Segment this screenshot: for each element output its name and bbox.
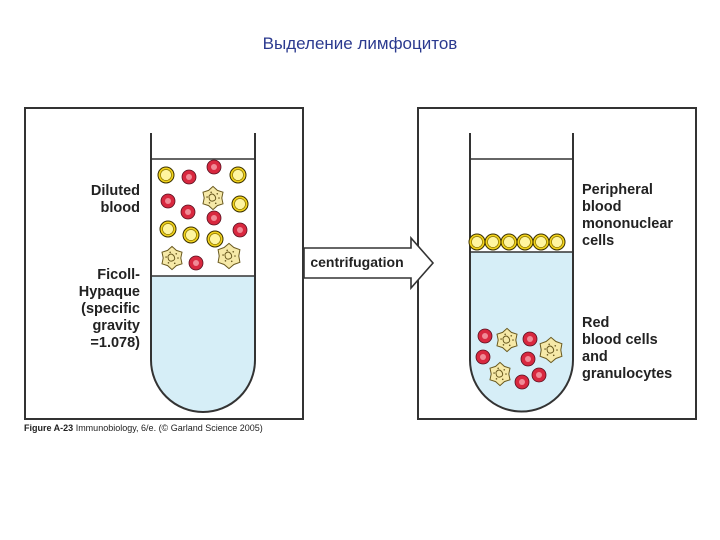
lymphocyte-cell <box>468 233 486 251</box>
tube-left <box>150 133 256 413</box>
label-pbmc: Peripheral blood mononuclear cells <box>582 182 692 250</box>
label-line: blood <box>582 199 622 215</box>
label-line: mononuclear <box>582 216 674 232</box>
lymphocyte-cell <box>516 233 534 251</box>
red-blood-cell <box>188 255 204 271</box>
label-line: Peripheral <box>582 182 653 198</box>
label-line: cells <box>582 233 615 249</box>
label-line: Ficoll- <box>97 267 140 283</box>
tube-left-ficoll-layer <box>151 276 255 412</box>
label-line: gravity <box>92 318 140 334</box>
lymphocyte-cell <box>159 220 177 238</box>
red-blood-cell <box>520 351 536 367</box>
label-line: =1.078) <box>90 335 140 351</box>
lymphocyte-cell <box>182 226 200 244</box>
separated-cells <box>468 233 566 390</box>
label-line: blood cells <box>582 332 658 348</box>
lymphocyte-cell <box>484 233 502 251</box>
red-blood-cell <box>181 169 197 185</box>
lymphocyte-cell <box>532 233 550 251</box>
red-blood-cell <box>180 204 196 220</box>
centrifugation-arrow: centrifugation <box>303 235 435 291</box>
granulocyte-cell <box>217 242 241 270</box>
red-blood-cell <box>206 210 222 226</box>
red-blood-cell <box>477 328 493 344</box>
label-line: (specific <box>81 301 140 317</box>
lymphocyte-cell <box>229 166 247 184</box>
label-line: Hypaque <box>78 284 140 300</box>
red-blood-cell <box>206 159 222 175</box>
diluted-blood-cells <box>157 159 249 271</box>
label-diluted-blood: Diluted blood <box>60 183 140 217</box>
lymphocyte-cell <box>231 195 249 213</box>
caption-figure-number: Figure A-23 <box>24 423 74 433</box>
red-blood-cell <box>475 349 491 365</box>
lymphocyte-cell <box>157 166 175 184</box>
red-blood-cell <box>160 193 176 209</box>
label-line: and <box>582 349 608 365</box>
page-title: Выделение лимфоцитов <box>262 34 458 53</box>
label-line: granulocytes <box>582 366 673 382</box>
label-line: blood <box>100 200 140 216</box>
figure-caption: Figure A-23 Immunobiology, 6/e. (© Garla… <box>24 423 263 433</box>
label-line: Diluted <box>90 183 140 199</box>
tube-left-outline <box>150 133 256 413</box>
red-blood-cell <box>514 374 530 390</box>
arrow-label: centrifugation <box>310 254 403 270</box>
red-blood-cell <box>522 331 538 347</box>
granulocyte-cell <box>202 185 224 211</box>
tube-right <box>469 133 574 413</box>
lymphocyte-cell <box>500 233 518 251</box>
lymphocyte-cell <box>206 230 224 248</box>
label-line: Red <box>582 315 610 331</box>
granulocyte-cell <box>161 245 183 271</box>
label-ficoll-hypaque: Ficoll- Hypaque (specific gravity =1.078… <box>50 267 140 352</box>
tube-right-outline <box>469 133 574 413</box>
red-blood-cell <box>232 222 248 238</box>
lymphocyte-cell <box>548 233 566 251</box>
granulocyte-cell <box>539 336 563 364</box>
label-rbc-granulocytes: Red blood cells and granulocytes <box>582 315 692 383</box>
arrow-shape <box>303 235 435 291</box>
granulocyte-cell <box>496 327 518 353</box>
red-blood-cell <box>531 367 547 383</box>
caption-text: Immunobiology, 6/e. (© Garland Science 2… <box>73 423 263 433</box>
granulocyte-cell <box>489 361 511 387</box>
